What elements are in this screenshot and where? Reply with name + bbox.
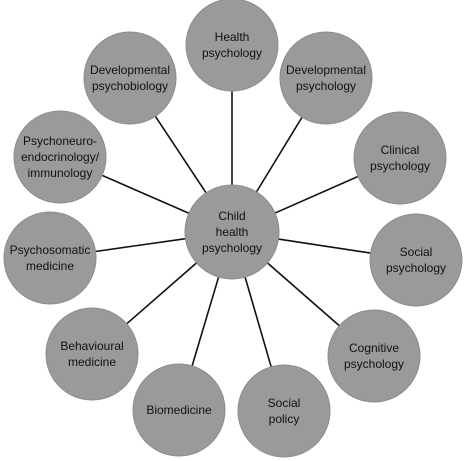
node-label-line: Psychoneuro- (23, 134, 97, 148)
connectors (95, 91, 371, 368)
center-node: Child health psychology (184, 184, 280, 280)
node-label-line: Developmental (90, 63, 170, 77)
node-label-line: Social (268, 396, 301, 410)
node-cognitive-psychology: Cognitive psychology (327, 309, 421, 403)
node-label: Health psychology (202, 30, 262, 60)
node-label: Clinical psychology (370, 143, 430, 173)
connector-social-policy (244, 276, 272, 368)
node-circle (327, 309, 421, 403)
node-social-policy: Social policy (237, 364, 331, 458)
node-label: Developmental psychology (286, 63, 366, 93)
node-label-line: Biomedicine (146, 403, 212, 417)
node-label: Social psychology (386, 245, 446, 275)
node-label-line: policy (269, 412, 300, 426)
connector-clinical-psychology (274, 175, 359, 214)
node-behavioural-medicine: Behavioural medicine (45, 307, 139, 401)
node-label-line: psychology (344, 357, 404, 371)
node-label: Psychoneuro-endocrinology/immunology (21, 134, 100, 180)
center-label-line: Child (218, 209, 245, 223)
node-label-line: Psychosomatic (10, 243, 91, 257)
node-label: Biomedicine (146, 403, 212, 417)
node-circle (353, 111, 447, 205)
node-psychosomatic-medicine: Psychosomatic medicine (3, 211, 97, 305)
node-psychoneuroendocrinology-immunology: Psychoneuro-endocrinology/immunology (13, 110, 107, 204)
node-developmental-psychobiology: Developmental psychobiology (83, 31, 177, 125)
center-circle (184, 184, 280, 280)
node-health-psychology: Health psychology (185, 0, 279, 92)
node-label-line: immunology (28, 166, 93, 180)
node-label: Cognitive psychology (344, 341, 404, 371)
center-label-line: health (216, 225, 249, 239)
connector-biomedicine (191, 276, 220, 367)
node-circle (237, 364, 331, 458)
node-label-line: medicine (26, 259, 74, 273)
connector-psychosomatic-medicine (95, 237, 186, 253)
node-label-line: Developmental (286, 63, 366, 77)
node-developmental-psychology: Developmental psychology (279, 31, 373, 125)
node-label-line: psychology (296, 79, 356, 93)
connector-psychoneuroendocrinology-immunology (101, 174, 190, 214)
node-label: Psychosomatic medicine (10, 243, 91, 273)
node-label-line: psychology (386, 261, 446, 275)
node-circle (45, 307, 139, 401)
center-label-line: psychology (202, 241, 262, 255)
connector-cognitive-psychology (266, 262, 340, 327)
connector-social-psychology (278, 238, 371, 254)
connector-developmental-psychology (255, 116, 303, 193)
node-circle (185, 0, 279, 92)
node-clinical-psychology: Clinical psychology (353, 111, 447, 205)
node-label-line: psychology (370, 159, 430, 173)
node-circle (13, 110, 107, 204)
node-label-line: Social (400, 245, 433, 259)
node-label-line: Behavioural (60, 339, 123, 353)
center-label: Child health psychology (202, 209, 262, 255)
node-circle (3, 211, 97, 305)
connector-developmental-psychobiology (154, 115, 207, 194)
node-label-line: medicine (68, 355, 116, 369)
node-label: Social policy (268, 396, 301, 426)
node-social-psychology: Social psychology (369, 213, 463, 307)
connector-behavioural-medicine (126, 262, 198, 325)
node-label-line: Cognitive (349, 341, 399, 355)
node-circle (132, 363, 226, 457)
node-label: Behavioural medicine (60, 339, 123, 369)
node-label-line: psychology (202, 46, 262, 60)
node-label-line: psychobiology (92, 79, 168, 93)
node-biomedicine: Biomedicine (132, 363, 226, 457)
node-circle (369, 213, 463, 307)
node-label-line: Clinical (381, 143, 420, 157)
node-circle (279, 31, 373, 125)
node-label-line: endocrinology/ (21, 150, 100, 164)
node-label: Developmental psychobiology (90, 63, 170, 93)
node-label-line: Health (215, 30, 250, 44)
node-circle (83, 31, 177, 125)
